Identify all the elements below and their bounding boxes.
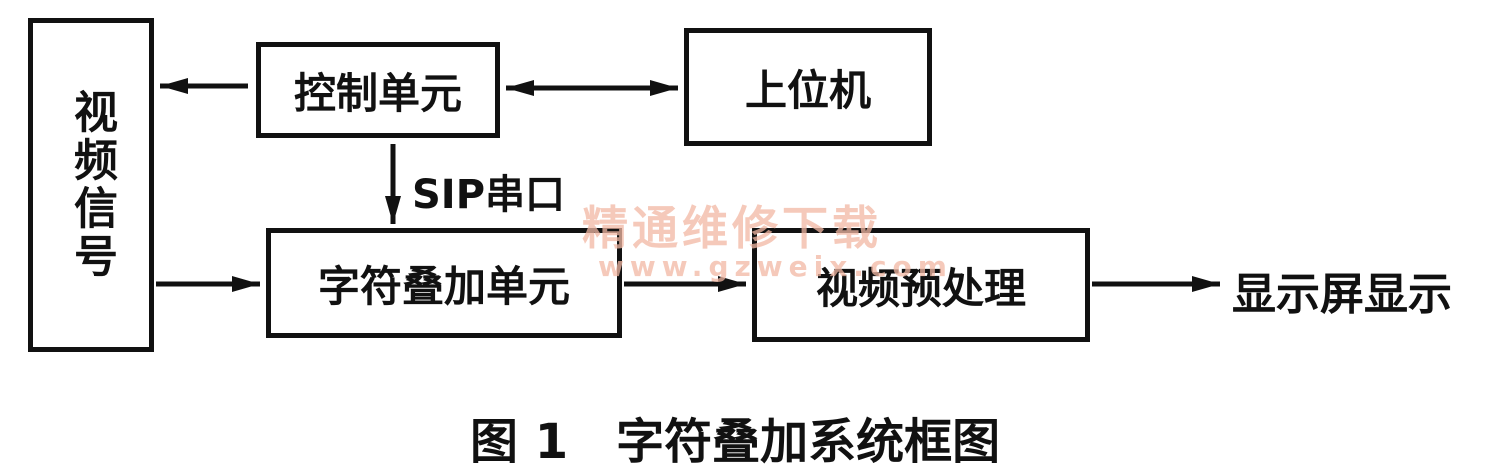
watermark-text: 精通维修下载 [582, 201, 882, 255]
video-preprocess-box: 视频预处理 [752, 228, 1090, 342]
host-computer-label: 上位机 [744, 65, 871, 115]
control-unit-box: 控制单元 [256, 42, 500, 138]
video-preprocess-label: 视频预处理 [815, 263, 1026, 313]
watermark-url: www.gzweix.com [598, 250, 953, 283]
figure-caption: 图 1 字符叠加系统框图 [470, 414, 1001, 470]
control-unit-label: 控制单元 [293, 68, 462, 118]
char-overlay-unit-label: 字符叠加单元 [317, 261, 570, 311]
sip-serial-label: SIP串口 [412, 172, 566, 218]
display-output-label: 显示屏显示 [1232, 269, 1452, 320]
char-overlay-unit-box: 字符叠加单元 [266, 228, 622, 338]
video-signal-box: 视频信号 [28, 18, 154, 352]
host-computer-box: 上位机 [684, 28, 932, 146]
video-signal-label: 视频信号 [66, 89, 117, 281]
